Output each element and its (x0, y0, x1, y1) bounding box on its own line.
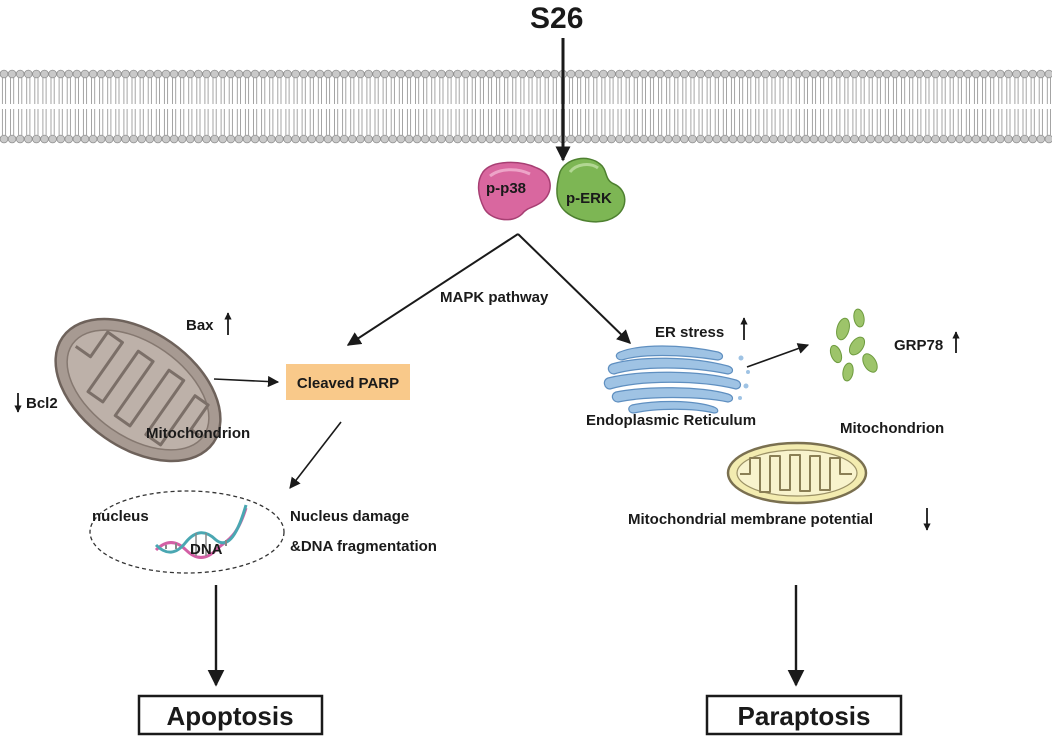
paraptosis-label: Paraptosis (738, 701, 871, 731)
apoptosis-label: Apoptosis (166, 701, 293, 731)
endoplasmic-reticulum (603, 345, 750, 414)
er-to-grp78-arrow (746, 343, 810, 368)
p-p38-label: p-p38 (486, 180, 526, 197)
mapk-left-arrow (346, 233, 519, 346)
nucleus-damage-label-2: &DNA fragmentation (290, 538, 437, 555)
cell-membrane-lipid-bilayer (0, 69, 1052, 144)
cleaved-parp-label: Cleaved PARP (297, 375, 399, 392)
mapk-pathway-label: MAPK pathway (440, 289, 549, 306)
mitochondrion-right-label: Mitochondrion (840, 420, 944, 437)
mitochondrion-left-label: Mitochondrion (146, 425, 250, 442)
paraptosis-box (705, 694, 903, 736)
p-p38-kinase (477, 161, 551, 221)
mmp-label: Mitochondrial membrane potential (628, 511, 873, 528)
grp78-label: GRP78 (894, 337, 943, 354)
nucleus-label: nucleus (92, 508, 149, 525)
nucleus-damage-label-1: Nucleus damage (290, 508, 409, 525)
p-erk-label: p-ERK (566, 190, 612, 207)
mitochondrion-right (726, 441, 868, 505)
p-erk-kinase (556, 157, 626, 223)
er-stress-label: ER stress (655, 324, 724, 341)
mapk-right-arrow (517, 233, 632, 344)
bcl2-label: Bcl2 (26, 395, 58, 412)
s26-label: S26 (530, 2, 583, 35)
er-label: Endoplasmic Reticulum (586, 412, 756, 429)
cleaved-parp-box (286, 364, 410, 400)
dna-helix (154, 504, 248, 559)
dna-label: DNA (190, 541, 223, 558)
mito-to-parp-arrow (213, 375, 280, 388)
mitochondrion-left (54, 317, 222, 463)
nucleus-outline (89, 490, 285, 574)
parp-to-nucleus-arrow (289, 421, 342, 489)
grp78-vesicles (829, 308, 878, 382)
bax-label: Bax (186, 317, 214, 334)
apoptosis-box (137, 694, 324, 736)
